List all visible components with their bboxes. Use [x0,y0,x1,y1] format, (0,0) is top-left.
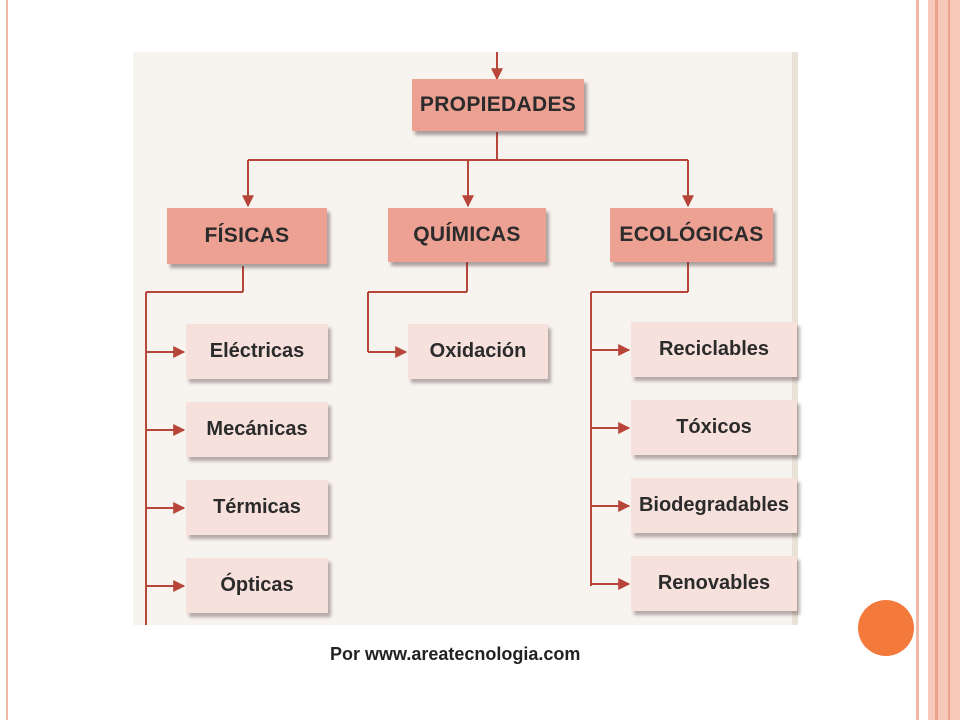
image-credit: Por www.areatecnologia.com [330,644,581,664]
leaf-node-toxicos: Tóxicos [631,400,797,455]
leaf-node-biodegradables: Biodegradables [631,478,797,533]
category-node-quimicas: QUÍMICAS [388,208,546,262]
category-node-ecologicas: ECOLÓGICAS [610,208,773,262]
leaf-node-electricas: Eléctricas [186,324,328,379]
decorative-orange-circle [858,600,914,656]
leaf-node-opticas: Ópticas [186,558,328,613]
root-node-propiedades: PROPIEDADES [412,79,584,131]
leaf-node-mecanicas: Mecánicas [186,402,328,457]
leaf-node-oxidacion: Oxidación [408,324,548,379]
category-node-fisicas: FÍSICAS [167,208,327,264]
slide-frame-right-line [916,0,919,720]
leaf-node-renovables: Renovables [631,556,797,611]
leaf-node-termicas: Térmicas [186,480,328,535]
leaf-node-reciclables: Reciclables [631,322,797,377]
slide-frame-left-line [6,0,8,720]
slide-frame-right-line-outer [948,0,950,720]
slide-frame-right-line-inner [935,0,938,720]
slide-frame-right-band [928,0,960,720]
